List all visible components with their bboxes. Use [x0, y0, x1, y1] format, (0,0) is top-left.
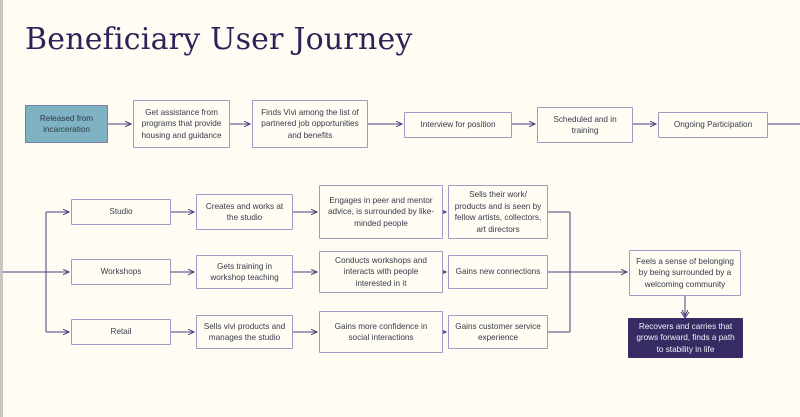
node-label: Retail: [110, 327, 132, 337]
node-label: Released from incarceration: [39, 113, 94, 135]
node-label: Recovers and carries that grows forward,…: [636, 321, 735, 354]
node-label: Interview for position: [420, 120, 496, 130]
node-finds-vivi[interactable]: Finds Vivi among the list of partnered j…: [252, 100, 368, 148]
node-studio-engages[interactable]: Engages in peer and mentor advice, is su…: [319, 185, 443, 239]
node-label: Gains customer service experience: [455, 321, 541, 343]
node-label: Conducts workshops and interacts with pe…: [335, 255, 427, 288]
node-belonging[interactable]: Feels a sense of belonging by being surr…: [629, 250, 741, 296]
node-workshops-track[interactable]: Workshops: [71, 259, 171, 285]
node-retail-track[interactable]: Retail: [71, 319, 171, 345]
node-label: Gains new connections: [455, 267, 541, 277]
node-scheduled[interactable]: Scheduled and in training: [537, 107, 633, 143]
node-label: Get assistance from programs that provid…: [141, 107, 222, 140]
node-ongoing[interactable]: Ongoing Participation: [658, 112, 768, 138]
node-label: Sells vivi products and manages the stud…: [203, 321, 286, 343]
node-label: Gains more confidence in social interact…: [334, 321, 428, 343]
node-label: Gets training in workshop teaching: [210, 261, 279, 283]
node-retail-service[interactable]: Gains customer service experience: [448, 315, 548, 349]
node-workshops-conducts[interactable]: Conducts workshops and interacts with pe…: [319, 251, 443, 293]
node-recovers[interactable]: Recovers and carries that grows forward,…: [628, 318, 743, 358]
node-retail-confidence[interactable]: Gains more confidence in social interact…: [319, 311, 443, 353]
node-label: Engages in peer and mentor advice, is su…: [327, 195, 435, 228]
node-label: Sells their work/ products and is seen b…: [454, 190, 542, 234]
node-studio-track[interactable]: Studio: [71, 199, 171, 225]
node-interview[interactable]: Interview for position: [404, 112, 512, 138]
node-retail-sells[interactable]: Sells vivi products and manages the stud…: [196, 315, 293, 349]
node-label: Workshops: [100, 267, 142, 277]
node-workshops-connections[interactable]: Gains new connections: [448, 255, 548, 289]
node-studio-sells[interactable]: Sells their work/ products and is seen b…: [448, 185, 548, 239]
node-workshops-training[interactable]: Gets training in workshop teaching: [196, 255, 293, 289]
node-label: Feels a sense of belonging by being surr…: [636, 256, 734, 289]
node-assistance[interactable]: Get assistance from programs that provid…: [133, 100, 230, 148]
node-label: Scheduled and in training: [553, 114, 617, 136]
node-label: Finds Vivi among the list of partnered j…: [261, 107, 359, 140]
node-released[interactable]: Released from incarceration: [25, 105, 108, 143]
node-label: Creates and works at the studio: [205, 201, 284, 223]
node-label: Ongoing Participation: [673, 120, 753, 130]
node-studio-creates[interactable]: Creates and works at the studio: [196, 194, 293, 230]
page-title: Beneficiary User Journey: [25, 22, 413, 57]
node-label: Studio: [109, 207, 133, 217]
